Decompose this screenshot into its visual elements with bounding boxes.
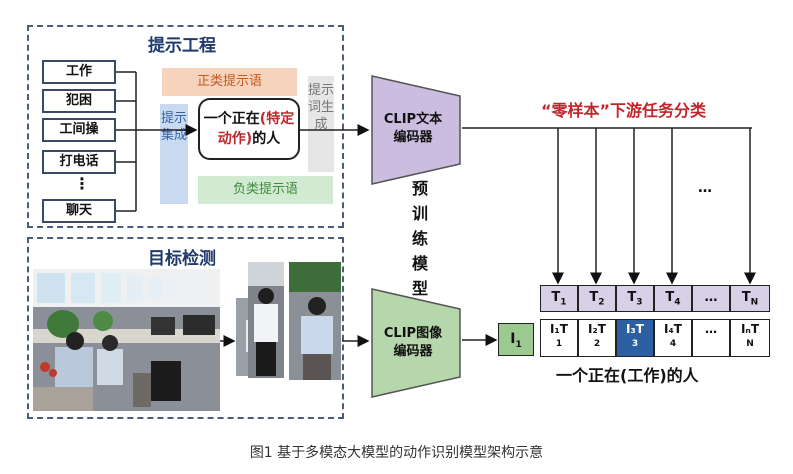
action-box-chat: 聊天 [42,199,116,223]
prompt-engineering-title: 提示工程 [148,36,216,56]
action-box-work: 工作 [42,60,116,84]
action-box-drowsy: 犯困 [42,89,116,113]
negative-prompt-label: 负类提示语 [198,176,333,204]
clip-image-encoder-shape [371,288,461,398]
text-token-3: T3 [616,285,654,312]
clip-image-encoder-label: CLIP图像编码器 [383,326,443,359]
target-detection-box [27,237,344,419]
image-token: I1 [498,323,534,356]
result-label: 一个正在(工作)的人 [556,366,699,385]
action-box-phone: 打电话 [42,150,116,174]
text-token-ellipsis: … [692,285,730,312]
similarity-cell-ellipsis: … [692,319,730,357]
text-token-n: TN [730,285,770,312]
text-token-4: T4 [654,285,692,312]
person-crop-photo-3 [289,262,341,380]
ellipsis-mid: … [698,180,712,196]
zero-shot-title: “零样本”下游任务分类 [541,101,707,120]
template-highlight: (特定动作) [217,111,295,147]
text-token-1: T1 [540,285,578,312]
person-crop-photo-2 [248,262,284,378]
prompt-integration-label: 提示集成 [160,104,188,204]
clip-text-encoder-label: CLIP文本编码器 [383,112,443,145]
prompt-engineering-box [27,25,344,228]
prompt-generation-label: 提示词生成 [308,76,334,172]
template-prefix: 一个正在 [203,111,260,127]
positive-prompt-label: 正类提示语 [162,68,297,96]
pretrained-model-label: 预训练模型 [411,179,428,298]
target-detection-title: 目标检测 [148,249,216,269]
action-box-exercise: 工间操 [42,118,116,142]
template-suffix: 的人 [252,131,281,147]
prompt-template-box: 一个正在(特定动作)的人 [198,98,300,160]
text-token-2: T2 [578,285,616,312]
office-photo [33,269,220,411]
figure-caption: 图1 基于多模态大模型的动作识别模型架构示意 [249,445,544,461]
clip-text-encoder-shape [371,75,461,185]
action-ellipsis: ⋮ [74,174,90,193]
